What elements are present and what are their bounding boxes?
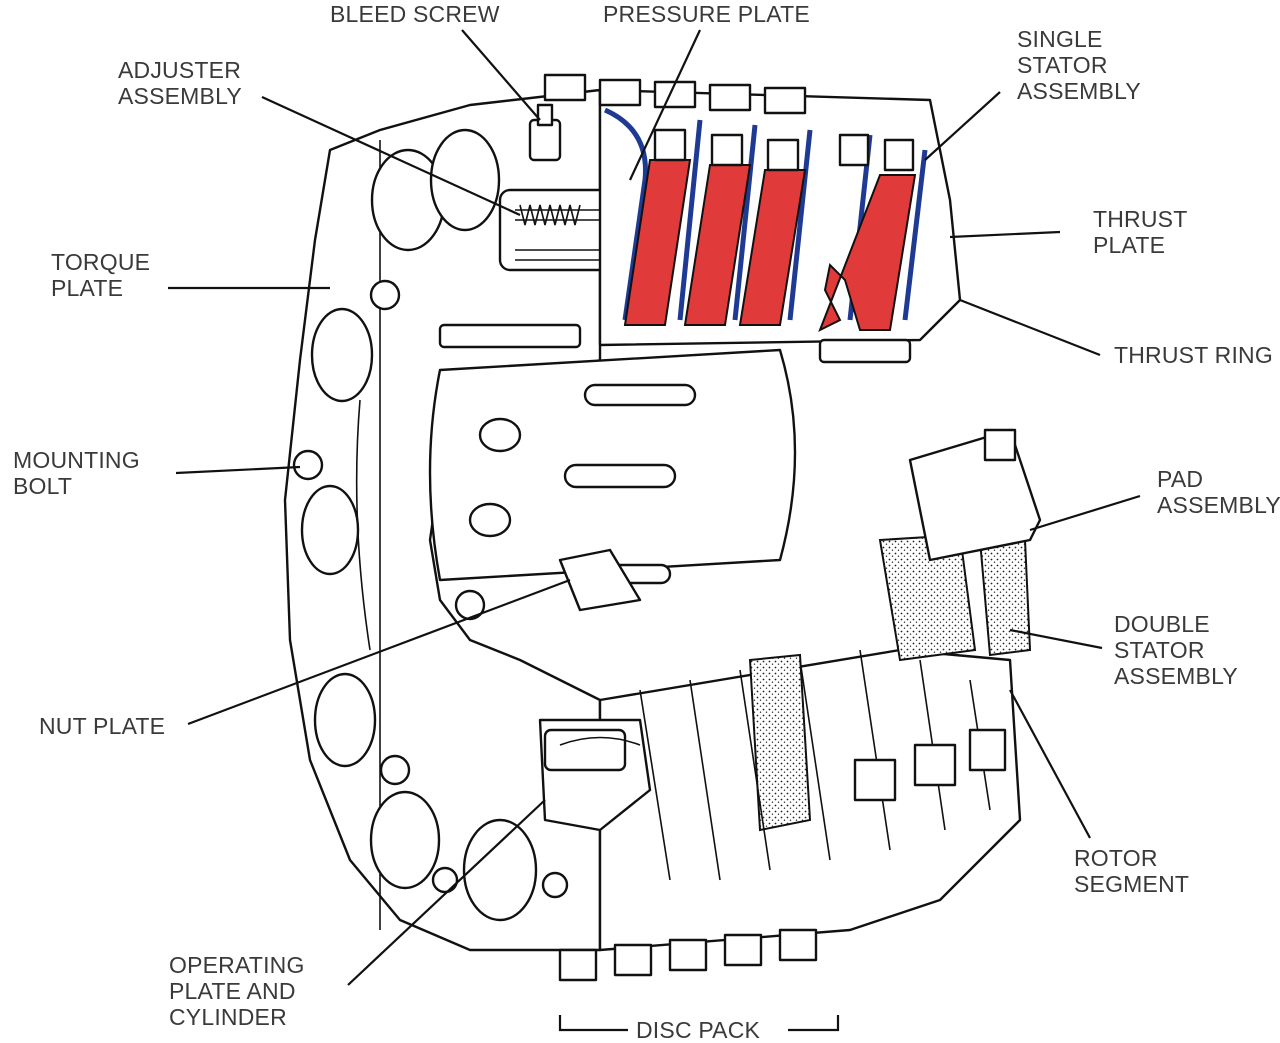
label-nut-plate: NUT PLATE <box>39 713 166 739</box>
leader-bleed-screw <box>461 29 541 121</box>
label-mounting-bolt: MOUNTING BOLT <box>13 447 140 499</box>
label-thrust-plate: THRUST PLATE <box>1093 206 1188 258</box>
adjuster-assembly <box>498 188 612 272</box>
label-pad-assembly: PAD ASSEMBLY <box>1157 466 1280 518</box>
label-torque-plate: TORQUE PLATE <box>51 249 151 301</box>
disc-pack-bracket-left <box>558 1015 628 1032</box>
leader-single-stator <box>924 91 1001 161</box>
leader-pressure-plate <box>629 29 701 181</box>
bleed-screw <box>528 103 562 162</box>
label-pressure-plate: PRESSURE PLATE <box>603 1 810 27</box>
leader-operating-plate <box>347 799 546 986</box>
leader-rotor-segment <box>1009 689 1091 839</box>
label-operating-plate-cylinder: OPERATING PLATE AND CYLINDER <box>169 952 305 1030</box>
label-thrust-ring: THRUST RING <box>1114 342 1273 368</box>
label-double-stator-assembly: DOUBLE STATOR ASSEMBLY <box>1114 611 1238 689</box>
leader-pad-assembly <box>1029 494 1141 532</box>
rotor-discs-red <box>623 128 917 333</box>
leader-double-stator <box>1009 628 1103 650</box>
disc-pack-bracket-right <box>788 1015 840 1032</box>
leader-adjuster <box>261 95 521 217</box>
lower-disc-pack <box>558 533 1032 982</box>
tie-bolt-upper <box>438 323 912 364</box>
label-adjuster-assembly: ADJUSTER ASSEMBLY <box>118 57 242 109</box>
leader-thrust-ring <box>959 298 1101 357</box>
leader-nut-plate <box>187 578 571 726</box>
operating-plate-cylinder <box>538 718 652 832</box>
leader-lines <box>168 29 1141 1032</box>
pad-assembly <box>908 428 1042 562</box>
label-rotor-segment: ROTOR SEGMENT <box>1074 845 1190 897</box>
nut-plate <box>558 548 642 612</box>
leader-mounting-bolt <box>175 465 301 475</box>
leader-thrust-plate <box>949 230 1061 239</box>
label-bleed-screw: BLEED SCREW <box>330 1 500 27</box>
label-single-stator-assembly: SINGLE STATOR ASSEMBLY <box>1017 26 1141 104</box>
label-disc-pack: DISC PACK <box>636 1017 761 1043</box>
flange-bolt-heads <box>292 128 569 922</box>
torque-tube-sleeve <box>428 348 797 585</box>
